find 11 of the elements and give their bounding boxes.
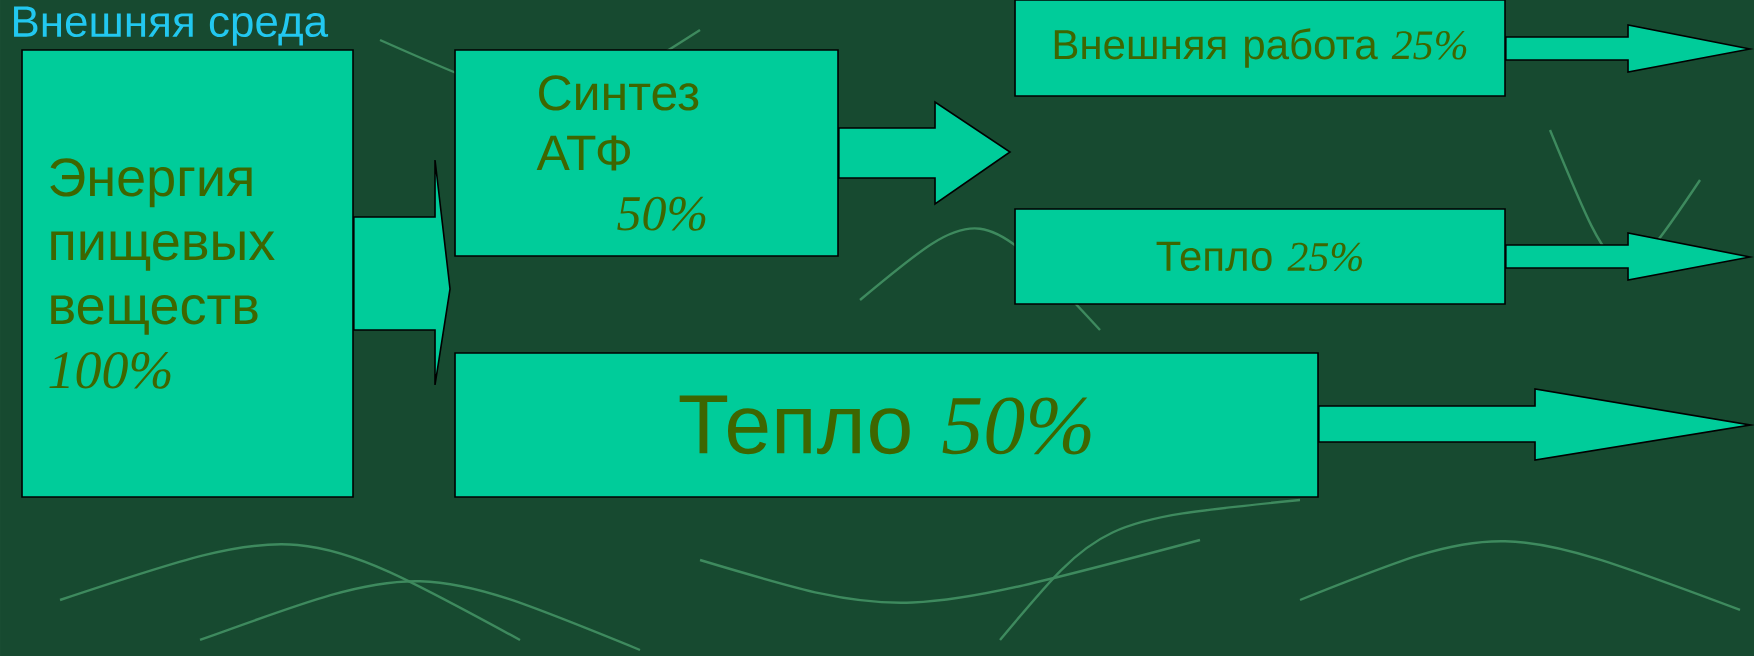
process-box: Энергия пищевых веществ 100% [21, 49, 354, 498]
block-arrow [838, 100, 1012, 206]
block-arrow [1505, 24, 1754, 73]
block-arrow [1505, 232, 1754, 281]
process-box: Синтез АТФ 50% [454, 49, 839, 257]
title: Внешняя среда [14, 6, 329, 46]
process-box: Внешняя работа 25% [1014, 0, 1506, 97]
block-arrow [353, 159, 451, 386]
block-arrow [1318, 388, 1754, 461]
process-box: Тепло 25% [1014, 208, 1506, 305]
process-box: Тепло 50% [454, 352, 1319, 498]
